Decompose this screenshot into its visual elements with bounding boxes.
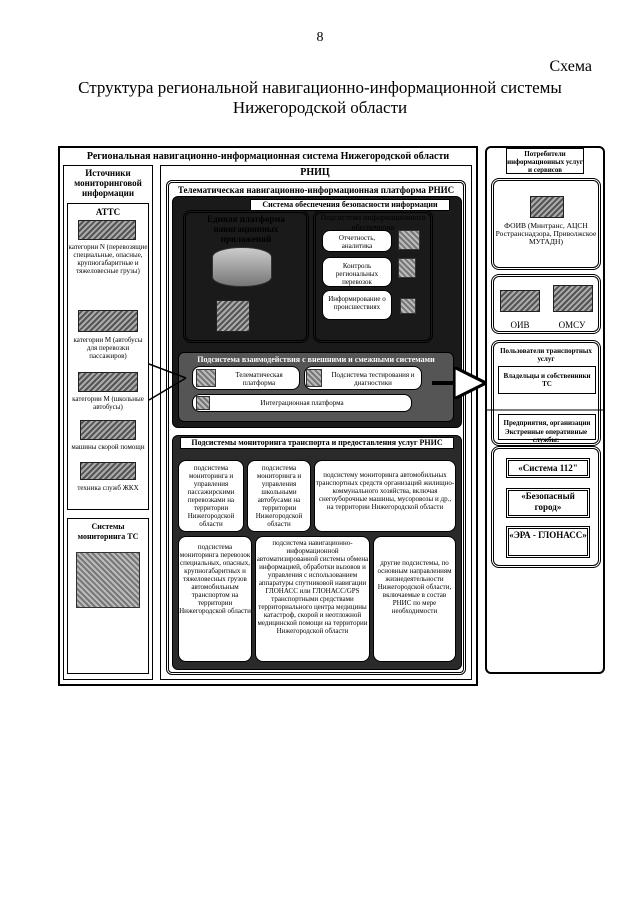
subsystem-cargo-label: подсистема мониторинга перевозок специал… <box>179 543 251 615</box>
testing-box[interactable]: Подсистема тестирования и диагностики <box>304 366 422 390</box>
telematic-platform-title: Телематическая навигационно-информационн… <box>177 185 455 195</box>
circuit-board-icon <box>76 552 140 608</box>
owners-box[interactable]: Владельцы и собственники ТС <box>498 366 596 394</box>
arrow-monitoring-to-interaction <box>148 377 187 401</box>
foiv-box <box>491 178 601 270</box>
transport-users-title: Пользователи транспортных услуг <box>500 347 592 363</box>
consumers-title-box <box>506 148 584 174</box>
integration-label: Интеграционная платформа <box>260 399 344 407</box>
truck-icon <box>78 220 136 240</box>
oiv-omsu-box <box>491 274 601 334</box>
control-label: Контроль региональных перевозок <box>335 262 379 286</box>
schema-label: Схема <box>549 58 593 75</box>
organizations-box[interactable]: Предприятия, организации <box>498 414 596 440</box>
reporting-box[interactable]: Отчетность, аналитика <box>322 230 392 252</box>
title-line-1: Структура региональной навигационно-инфо… <box>78 78 562 97</box>
telematics-icon <box>196 369 216 387</box>
arrow-atts-to-interaction <box>148 363 187 379</box>
integration-icon <box>196 396 210 410</box>
reporting-label: Отчетность, аналитика <box>338 234 376 250</box>
control-box[interactable]: Контроль региональных перевозок <box>322 257 392 287</box>
title-line-2: Нижегородской области <box>232 98 408 117</box>
atts-label: АТТС <box>95 207 121 217</box>
unified-platform-box <box>183 210 309 343</box>
bus-icon <box>78 310 138 332</box>
telematic-platform-frame <box>166 180 466 675</box>
subsystem-school[interactable]: подсистема мониторинга и управления школ… <box>247 460 311 532</box>
subsystem-passenger-label: подсистема мониторинга и управления пасс… <box>187 464 235 528</box>
cat-m-school-label: категории М (школьные автобусы) <box>72 395 144 411</box>
subsystem-passenger[interactable]: подсистема мониторинга и управления пасс… <box>178 460 244 532</box>
rnic-title: РНИЦ <box>300 167 330 178</box>
ambulance-icon <box>80 420 136 440</box>
telematics-label: Телематическая платформа <box>235 371 283 387</box>
page-number: 8 <box>316 30 324 45</box>
era-glonass-box[interactable]: «ЭРА - ГЛОНАСС» <box>506 526 590 558</box>
main-system-title: Региональная навигационно-информационная… <box>86 151 450 162</box>
info-support-box <box>313 210 433 343</box>
cat-m-bus-label: категории М (автобусы для перевозки пасс… <box>73 336 143 360</box>
foiv-label: ФОИВ (Минтранс, АЦСН Ространснадзора, Пр… <box>495 221 597 246</box>
subsystem-medical[interactable]: подсистема навигационно-информационной а… <box>255 536 370 662</box>
server-icon <box>216 300 250 332</box>
incidents-label: Информирование о происшествиях <box>328 295 386 311</box>
school-bus-icon <box>78 372 138 392</box>
alert-icon <box>400 298 416 314</box>
organizations-label: Предприятия, организации <box>503 419 591 427</box>
monitoring-title: Подсистемы мониторинга транспорта и пред… <box>180 437 454 449</box>
zhkh-vehicle-icon <box>80 462 136 480</box>
oiv-label: ОИВ <box>510 320 530 330</box>
subsystem-other-label: другие подсистемы, по основным направлен… <box>377 559 452 615</box>
ambulance-label: машины скорой помощи <box>71 443 145 451</box>
interaction-title: Подсистема взаимодействия с внешними и с… <box>197 355 435 364</box>
building-icon <box>530 196 564 218</box>
info-support-label: Подсистема информационного обеспечения <box>320 213 426 232</box>
sources-title: Источники мониторинговой информации <box>74 168 142 198</box>
testing-icon <box>306 369 322 387</box>
zhkh-label: техника служб ЖКХ <box>77 484 139 492</box>
omsu-building-icon <box>553 285 593 312</box>
subsystem-zhkh-label: подсистему мониторинга автомобильных тра… <box>315 471 455 511</box>
testing-label: Подсистема тестирования и диагностики <box>331 371 415 387</box>
incidents-box[interactable]: Информирование о происшествиях <box>322 290 392 320</box>
cat-n-label: категории N (перевозящие специальные, оп… <box>68 243 148 275</box>
database-icon <box>212 247 272 287</box>
transport-users-box <box>491 340 601 446</box>
owners-label: Владельцы и собственники ТС <box>503 372 591 388</box>
subsystem-school-label: подсистема мониторинга и управления школ… <box>255 464 303 528</box>
subsystem-zhkh[interactable]: подсистему мониторинга автомобильных тра… <box>314 460 456 532</box>
subsystem-cargo[interactable]: подсистема мониторинга перевозок специал… <box>178 536 252 662</box>
page-title: Структура региональной навигационно-инфо… <box>0 78 640 118</box>
monitoring-systems-label: Системы мониторинга ТС <box>77 522 139 541</box>
consumers-title: Потребители информационных услуг и серви… <box>507 150 583 174</box>
system-112-box[interactable]: «Система 112" <box>506 458 590 478</box>
safe-city-box[interactable]: «Безопасный город» <box>506 488 590 518</box>
chart-icon <box>398 230 420 250</box>
subsystem-other[interactable]: другие подсистемы, по основным направлен… <box>373 536 456 662</box>
map-icon <box>398 258 416 278</box>
atts-group <box>67 203 149 510</box>
unified-platform-label: Единая платформа навигационных приложени… <box>207 214 285 244</box>
emergency-title: Экстренные оперативные службы: <box>504 428 588 444</box>
integration-box[interactable]: Интеграционная платформа <box>192 394 412 412</box>
oiv-building-icon <box>500 290 540 312</box>
omsu-label: ОМСУ <box>558 320 586 330</box>
subsystem-medical-label: подсистема навигационно-информационной а… <box>256 539 369 635</box>
